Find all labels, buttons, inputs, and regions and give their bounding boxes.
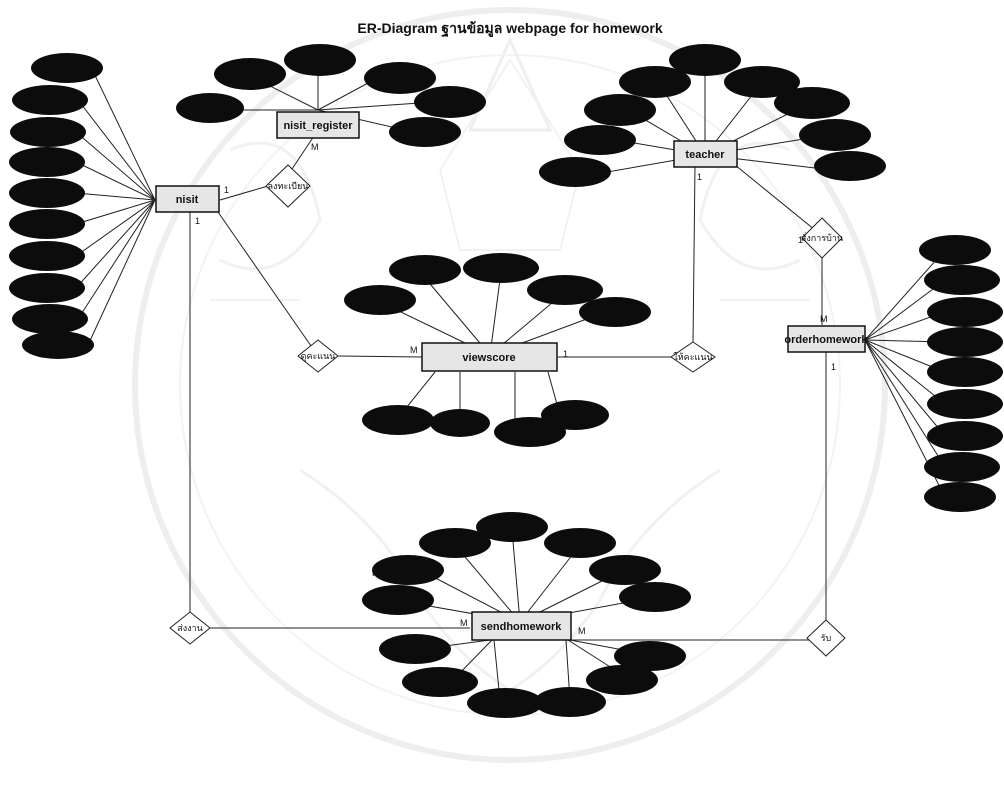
- relationship-hai-khanaen-label: ให้คะแนน: [673, 352, 712, 362]
- entity-nisit-register[interactable]: nisit_register: [276, 111, 360, 139]
- sendhomework-attribute: [379, 634, 451, 664]
- viewscore-attribute: [579, 297, 651, 327]
- viewscore-attribute: [527, 275, 603, 305]
- nisit-register-attribute: [176, 93, 244, 123]
- teacher-attribute: [584, 94, 656, 126]
- relationship-xdu[interactable]: ดูคะแนน: [297, 339, 339, 373]
- relationship-lonkabianta-label: ลงทะเบียน: [268, 181, 309, 191]
- teacher-attribute: [774, 87, 850, 119]
- relationship-xdu-label: ดูคะแนน: [301, 351, 336, 362]
- cardinality-labels: 1 M 1 M 1 1 1 M 1 M M: [195, 142, 836, 636]
- entity-nisit[interactable]: nisit: [155, 185, 220, 213]
- teacher-attribute: [799, 119, 871, 151]
- sendhomework-attribute: [419, 528, 491, 558]
- entity-orderhomework[interactable]: orderhomework: [784, 325, 868, 353]
- nisit-attribute: [9, 209, 85, 239]
- sendhomework-attribute: [614, 641, 686, 671]
- entity-sendhomework[interactable]: sendhomework: [471, 611, 572, 641]
- entity-nisit-register-label: nisit_register: [283, 120, 353, 132]
- orderhomework-attribute: [927, 421, 1003, 451]
- relationship-hai-khanaen[interactable]: ให้คะแนน: [670, 341, 716, 373]
- cardinality-one: 1: [798, 235, 803, 245]
- nisit-attribute: [9, 147, 85, 177]
- attribute-ellipses: [9, 44, 1003, 718]
- entity-viewscore[interactable]: viewscore: [421, 342, 558, 372]
- orderhomework-attribute: [927, 327, 1003, 357]
- nisit-attribute: [9, 178, 85, 208]
- cardinality-many: M: [460, 618, 468, 628]
- orderhomework-attribute: [927, 297, 1003, 327]
- sendhomework-attribute: [586, 665, 658, 695]
- sendhomework-attribute: [534, 687, 606, 717]
- viewscore-attribute: [362, 405, 434, 435]
- sendhomework-attribute: [402, 667, 478, 697]
- relationship-sang-ngan[interactable]: ส่งงาน: [169, 611, 211, 645]
- nisit-register-attribute: [214, 58, 286, 90]
- relationship-sang-kanban[interactable]: สั่งการบ้าน: [801, 217, 843, 259]
- sendhomework-attr-fragment: h: [372, 567, 378, 579]
- sendhomework-attribute: [476, 512, 548, 542]
- watermark-seal: [132, 7, 888, 763]
- relationship-lonkabianta[interactable]: ลงทะเบียน: [265, 164, 311, 208]
- entity-nisit-label: nisit: [176, 194, 199, 206]
- orderhomework-attribute: [919, 235, 991, 265]
- sendhomework-attribute: [619, 582, 691, 612]
- nisit-register-attribute: [364, 62, 436, 94]
- viewscore-attribute: [494, 417, 566, 447]
- diagram-title: ER-Diagram ฐานข้อมูล webpage for homewor…: [357, 20, 662, 38]
- orderhomework-attribute: [924, 265, 1000, 295]
- cardinality-many: M: [820, 314, 828, 324]
- cardinality-one: 1: [195, 216, 200, 226]
- sendhomework-attribute: [467, 688, 543, 718]
- nisit-attribute: [10, 117, 86, 147]
- entity-viewscore-label: viewscore: [462, 352, 515, 364]
- viewscore-attribute: [541, 400, 609, 430]
- cardinality-one: 1: [563, 349, 568, 359]
- viewscore-attribute: [430, 409, 490, 437]
- orderhomework-attribute: [927, 389, 1003, 419]
- entity-orderhomework-label: orderhomework: [784, 334, 868, 346]
- entity-teacher[interactable]: teacher: [673, 140, 738, 168]
- nisit-register-attribute: [389, 117, 461, 147]
- relationship-rap[interactable]: รับ: [806, 619, 846, 657]
- relationship-sang-kanban-label: สั่งการบ้าน: [801, 231, 843, 243]
- teacher-attribute: [814, 151, 886, 181]
- viewscore-attr-fragment: ร: [366, 415, 372, 427]
- cardinality-one: 1: [697, 172, 702, 182]
- cardinality-many: M: [410, 345, 418, 355]
- teacher-attribute: [669, 44, 741, 76]
- connector-lines: [75, 62, 946, 701]
- cardinality-one: 1: [224, 185, 229, 195]
- sendhomework-attribute: [372, 555, 444, 585]
- nisit-register-attribute: [284, 44, 356, 76]
- cardinality-many: M: [311, 142, 319, 152]
- teacher-attribute: [619, 66, 691, 98]
- nisit-attribute: [12, 304, 88, 334]
- orderhomework-attribute: [927, 357, 1003, 387]
- relationship-sang-ngan-label: ส่งงาน: [177, 623, 203, 633]
- entity-teacher-label: teacher: [685, 149, 725, 161]
- nisit-attribute: [12, 85, 88, 115]
- teacher-attribute: [724, 66, 800, 98]
- nisit-attribute: [22, 331, 94, 359]
- sendhomework-attribute: [589, 555, 661, 585]
- nisit-register-attribute: [414, 86, 486, 118]
- sendhomework-attribute: [544, 528, 616, 558]
- entity-sendhomework-label: sendhomework: [481, 621, 563, 633]
- nisit-attribute: [9, 241, 85, 271]
- viewscore-attribute: [463, 253, 539, 283]
- sendhomework-attribute: [362, 585, 434, 615]
- teacher-attribute: [564, 125, 636, 155]
- orderhomework-attribute: [924, 482, 996, 512]
- viewscore-attribute: [389, 255, 461, 285]
- relationship-rap-label: รับ: [821, 633, 832, 643]
- cardinality-many: M: [578, 626, 586, 636]
- nisit-attribute: [31, 53, 103, 83]
- nisit-attribute: [9, 273, 85, 303]
- teacher-attribute: [539, 157, 611, 187]
- orderhomework-attribute: [924, 452, 1000, 482]
- cardinality-one: 1: [831, 362, 836, 372]
- viewscore-attribute: [344, 285, 416, 315]
